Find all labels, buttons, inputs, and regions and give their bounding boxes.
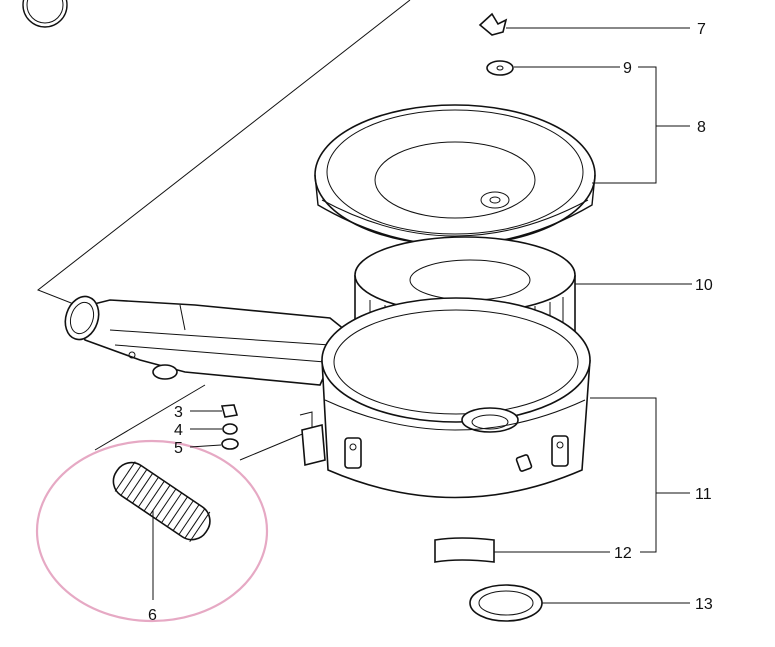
callout-leaders (152, 27, 692, 604)
housing-clip-left (344, 437, 362, 469)
o-ring-fragment (22, 0, 68, 28)
callout-3: 3 (174, 404, 183, 421)
callout-5: 5 (174, 440, 183, 457)
callout-6: 6 (148, 607, 157, 624)
seal-ring-part-13 (469, 584, 543, 622)
highlight-circle (35, 439, 269, 623)
callout-9: 9 (623, 60, 632, 77)
callout-7: 7 (697, 21, 706, 38)
gasket-part-12 (434, 537, 495, 563)
air-cleaner-lid (314, 104, 596, 246)
callout-13: 13 (695, 596, 713, 613)
callout-4: 4 (174, 422, 183, 439)
callout-8: 8 (697, 119, 706, 136)
callout-11: 11 (695, 486, 712, 503)
washer-part-4 (222, 423, 238, 435)
wing-nut-part-7 (478, 12, 508, 36)
hose-part-6 (112, 461, 211, 543)
intake-snorkel (64, 295, 346, 386)
washer-part-9 (486, 60, 514, 76)
callout-12: 12 (614, 545, 632, 562)
callout-10: 10 (695, 277, 713, 294)
air-cleaner-housing (301, 297, 591, 499)
housing-clip-right (551, 435, 569, 467)
nut-part-3 (220, 404, 239, 418)
washer-part-5 (221, 438, 239, 450)
